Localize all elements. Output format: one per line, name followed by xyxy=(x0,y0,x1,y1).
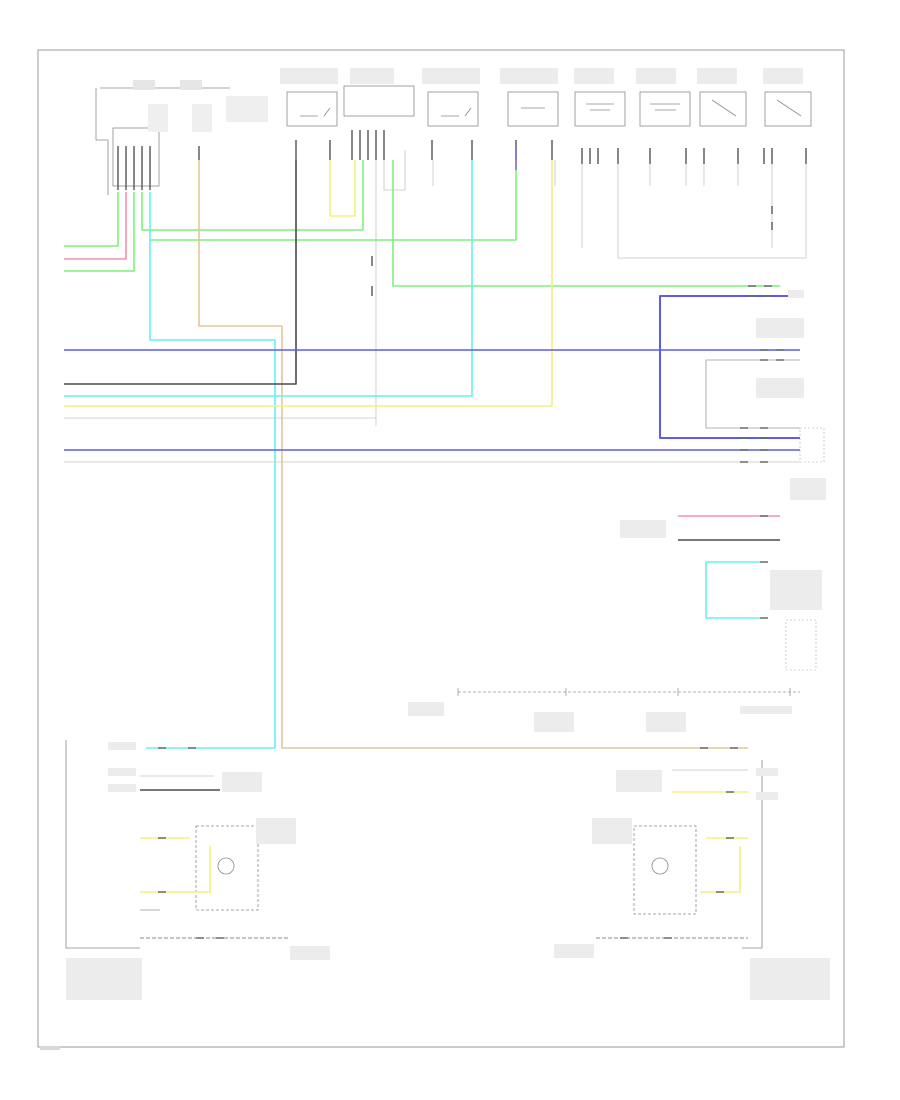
wire-pink-feed xyxy=(64,192,127,260)
left-outer-mirror-assembly xyxy=(195,825,259,911)
wire-light-green-feed-1 xyxy=(64,192,119,247)
left-lower-module xyxy=(65,740,288,949)
right-courtesy-light xyxy=(639,91,691,127)
component-label-placeholder xyxy=(133,80,155,90)
component-label-placeholder xyxy=(226,96,268,122)
wire-tan-main xyxy=(198,160,748,749)
wire-cyan-main xyxy=(146,192,276,749)
switch-symbol xyxy=(300,107,331,117)
switch-symbol xyxy=(776,99,802,117)
component-label-placeholder xyxy=(350,68,394,84)
component-label-placeholder xyxy=(500,68,558,84)
right-outside-mirror-switch xyxy=(286,91,338,127)
right-side-labels xyxy=(620,290,826,671)
wire-light-green-to-switch xyxy=(141,160,364,231)
component-label-placeholder xyxy=(280,68,338,84)
ground-wiring xyxy=(375,150,807,426)
switch-symbol xyxy=(441,107,472,117)
left-door-switch xyxy=(764,91,812,127)
component-label-placeholder xyxy=(180,80,202,90)
power-mirror-switch xyxy=(343,85,415,117)
switch-symbol xyxy=(711,99,737,117)
page-frame xyxy=(37,49,845,1048)
ground-row xyxy=(457,688,800,696)
wire-light-green-to-right-unit xyxy=(392,160,780,287)
wire-black xyxy=(64,160,297,385)
left-courtesy-light xyxy=(574,91,626,127)
wire-yellow-2 xyxy=(64,160,553,407)
page-number-mark xyxy=(40,1046,60,1050)
component-label-placeholder xyxy=(763,68,803,84)
wire-cyan-2 xyxy=(64,160,473,397)
component-label-placeholder xyxy=(574,68,614,84)
right-door-switch xyxy=(699,91,747,127)
component-label-placeholder xyxy=(636,68,676,84)
right-lower-labels xyxy=(554,768,830,1000)
connector-pins-mid xyxy=(371,206,773,296)
connector-pins xyxy=(117,130,807,190)
wire-light-green-feed-2 xyxy=(64,192,135,272)
top-components xyxy=(95,68,812,195)
wire-blue-loop xyxy=(659,295,800,439)
right-outer-mirror-assembly xyxy=(633,825,697,915)
switch-symbol xyxy=(650,103,680,111)
component-label-placeholder xyxy=(422,68,480,84)
component-label-placeholder xyxy=(192,104,212,132)
component-label-placeholder xyxy=(148,104,168,132)
wire-gray-3 xyxy=(705,359,800,429)
wires xyxy=(64,148,800,749)
switch-symbol xyxy=(586,103,614,111)
right-connector-ticks xyxy=(740,285,784,619)
joint-connector-box xyxy=(112,127,160,187)
wire-light-green-to-right-front-door xyxy=(150,160,517,241)
mirror-heater-symbol xyxy=(651,857,669,875)
left-junction-outline xyxy=(95,88,109,195)
lower-connector-ticks xyxy=(158,747,738,939)
ground-labels xyxy=(408,702,792,732)
right-front-door-switch xyxy=(507,91,559,127)
component-label-placeholder xyxy=(697,68,737,84)
mirror-heater-symbol xyxy=(217,857,235,875)
left-lower-labels xyxy=(66,742,330,1000)
wire-cyan-3 xyxy=(705,561,760,619)
left-outside-mirror-switch xyxy=(427,91,479,127)
wire-yellow-1 xyxy=(329,160,356,217)
